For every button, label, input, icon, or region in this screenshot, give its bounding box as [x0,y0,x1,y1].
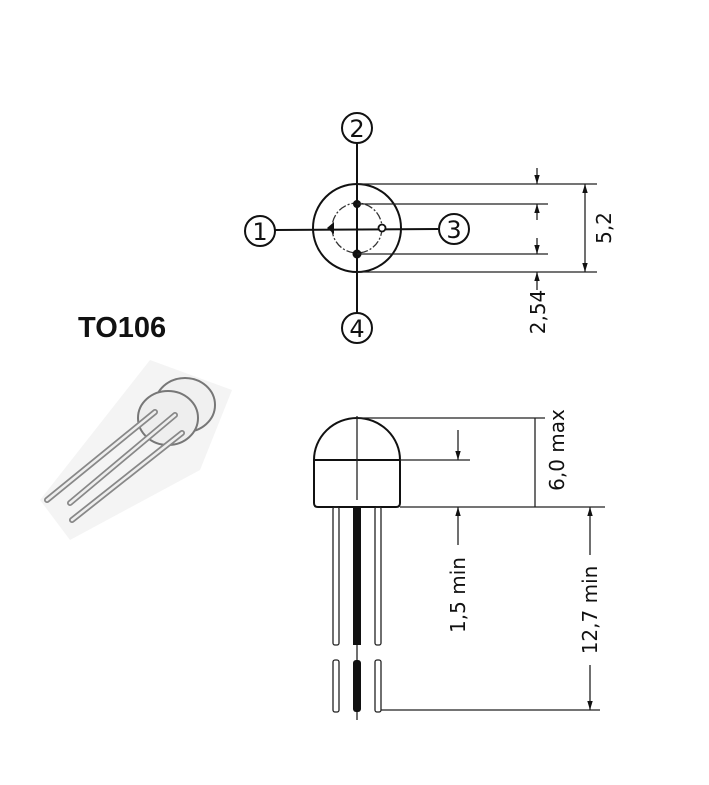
dim-pin-spacing: 2,54 [526,290,550,335]
dim-lead-gap: 1,5 min [446,557,470,633]
svg-text:2: 2 [349,115,364,143]
pin-label-2: 2 [341,112,373,144]
pin-dot [377,223,387,233]
svg-text:4: 4 [349,315,364,343]
top-view: 2 1 3 4 2,54 5,2 [244,112,616,344]
leads [332,506,382,720]
pin-label-3: 3 [438,213,470,245]
package-title: TO106 [78,312,167,344]
svg-text:1: 1 [252,218,267,246]
dim-lead-length: 12,7 min [578,566,602,655]
side-view: 6,0 max 1,5 min 12,7 min [313,409,605,720]
svg-text:3: 3 [446,216,461,244]
pin-label-1: 1 [244,215,276,247]
pin-label-4: 4 [341,312,373,344]
package-photo [40,360,232,540]
pin-marker [327,222,334,234]
dim-diameter: 5,2 [592,212,616,244]
dim-height: 6,0 max [545,409,569,491]
